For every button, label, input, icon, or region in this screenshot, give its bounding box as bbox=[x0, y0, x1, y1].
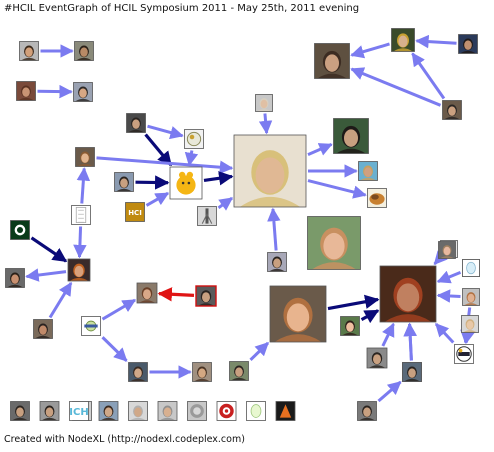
node-n20[interactable] bbox=[197, 206, 217, 226]
node-n36[interactable] bbox=[267, 252, 287, 272]
node-n05[interactable] bbox=[314, 43, 350, 79]
node-n11[interactable] bbox=[184, 129, 204, 149]
node-n30[interactable] bbox=[192, 362, 212, 382]
edge-n19-n17 bbox=[145, 191, 170, 207]
node-n03[interactable] bbox=[16, 81, 36, 101]
node-n27[interactable] bbox=[136, 282, 158, 304]
node-n40[interactable] bbox=[366, 347, 388, 369]
edge-n22-n24 bbox=[73, 226, 87, 259]
edge-n40-n39 bbox=[381, 322, 395, 347]
edge-n11-n17 bbox=[184, 150, 199, 167]
edge-n08-n06 bbox=[411, 52, 446, 100]
node-n49[interactable] bbox=[39, 401, 60, 421]
node-n57[interactable] bbox=[246, 401, 266, 421]
node-n21[interactable] bbox=[10, 220, 30, 240]
node-n38[interactable] bbox=[438, 241, 456, 259]
edges-layer bbox=[25, 34, 476, 403]
edge-n28-n27 bbox=[157, 287, 195, 302]
nodes-layer: HCI ICH bbox=[5, 28, 480, 421]
edge-n06-n05 bbox=[350, 42, 390, 59]
edge-n24-n23 bbox=[25, 268, 67, 282]
node-n42[interactable] bbox=[402, 362, 422, 382]
node-n43[interactable] bbox=[462, 259, 480, 277]
node-n19[interactable]: HCI bbox=[125, 202, 145, 222]
graph-footer: Created with NodeXL (http://nodexl.codep… bbox=[4, 434, 245, 445]
edge-n21-n24 bbox=[30, 236, 68, 263]
node-n44[interactable] bbox=[462, 288, 480, 306]
node-n02[interactable] bbox=[74, 41, 94, 61]
edge-n18-n15 bbox=[307, 179, 367, 199]
edge-n09-n18 bbox=[258, 113, 273, 135]
node-n17[interactable] bbox=[169, 166, 203, 200]
edge-n34-n39 bbox=[327, 294, 380, 311]
node-n37[interactable] bbox=[340, 316, 360, 336]
node-n32[interactable] bbox=[307, 216, 361, 270]
edge-n08-n05 bbox=[350, 67, 442, 107]
edge-n46-n39 bbox=[434, 322, 455, 344]
node-n58[interactable] bbox=[275, 401, 296, 421]
node-n04[interactable] bbox=[73, 82, 93, 102]
edge-n22-n12 bbox=[76, 167, 91, 204]
edge-n36-n18 bbox=[267, 207, 281, 251]
node-n08[interactable] bbox=[442, 100, 462, 120]
node-n47[interactable] bbox=[357, 401, 377, 421]
node-n34[interactable] bbox=[269, 285, 327, 343]
node-n29[interactable] bbox=[128, 362, 148, 382]
node-n26[interactable] bbox=[81, 316, 101, 336]
node-n09[interactable] bbox=[255, 94, 273, 112]
edge-n26-n29 bbox=[101, 336, 128, 362]
node-n13[interactable] bbox=[333, 118, 369, 154]
node-n51[interactable] bbox=[98, 401, 119, 421]
node-n18[interactable] bbox=[233, 134, 307, 208]
node-n46[interactable] bbox=[454, 344, 474, 364]
node-n56[interactable] bbox=[216, 401, 237, 421]
edge-n10-n11 bbox=[147, 124, 184, 140]
node-n55[interactable] bbox=[187, 401, 207, 421]
edge-n16-n17 bbox=[135, 175, 170, 190]
node-n23[interactable] bbox=[5, 268, 25, 288]
node-n54[interactable] bbox=[157, 401, 178, 421]
node-n07[interactable] bbox=[458, 34, 478, 54]
edge-n03-n04 bbox=[37, 84, 73, 99]
node-n10[interactable] bbox=[126, 113, 146, 133]
edge-n37-n39 bbox=[360, 309, 380, 324]
hci-logo-text: HCI bbox=[128, 209, 142, 217]
edge-n20-n18 bbox=[217, 196, 234, 211]
edge-n17-n18 bbox=[203, 171, 234, 186]
edge-n45-n46 bbox=[462, 329, 476, 344]
node-n16[interactable] bbox=[114, 172, 134, 192]
edge-n31-n34 bbox=[249, 341, 270, 361]
edge-n38-n39 bbox=[433, 250, 448, 266]
node-n48[interactable] bbox=[10, 401, 30, 421]
node-n12[interactable] bbox=[75, 147, 95, 167]
node-n15[interactable] bbox=[367, 188, 387, 208]
edge-n44-n39 bbox=[436, 289, 461, 303]
node-n31[interactable] bbox=[229, 361, 249, 381]
edge-n43-n39 bbox=[436, 270, 462, 284]
node-n01[interactable] bbox=[19, 41, 39, 61]
node-n14[interactable] bbox=[358, 161, 378, 181]
node-n25[interactable] bbox=[33, 319, 53, 339]
edge-n47-n41 bbox=[377, 380, 402, 403]
node-n28[interactable] bbox=[195, 285, 217, 307]
edge-n42-n39 bbox=[403, 322, 417, 361]
edge-n12-n18 bbox=[96, 156, 234, 174]
node-n45[interactable] bbox=[461, 315, 479, 333]
node-n53[interactable] bbox=[128, 401, 148, 421]
edge-n07-n06 bbox=[415, 34, 457, 49]
node-n22[interactable] bbox=[71, 205, 91, 225]
edge-n18-n13 bbox=[307, 143, 333, 156]
edge-n25-n24 bbox=[48, 281, 73, 319]
node-n06[interactable] bbox=[391, 28, 415, 52]
node-n39[interactable] bbox=[379, 265, 437, 323]
graph-title: #HCIL EventGraph of HCIL Symposium 2011 … bbox=[4, 3, 360, 14]
node-n52[interactable]: ICH bbox=[69, 401, 89, 421]
edge-n10-n17 bbox=[144, 133, 173, 167]
ich-logo-text: ICH bbox=[69, 407, 88, 418]
edge-n26-n27 bbox=[101, 298, 137, 321]
node-n24[interactable] bbox=[67, 258, 91, 282]
